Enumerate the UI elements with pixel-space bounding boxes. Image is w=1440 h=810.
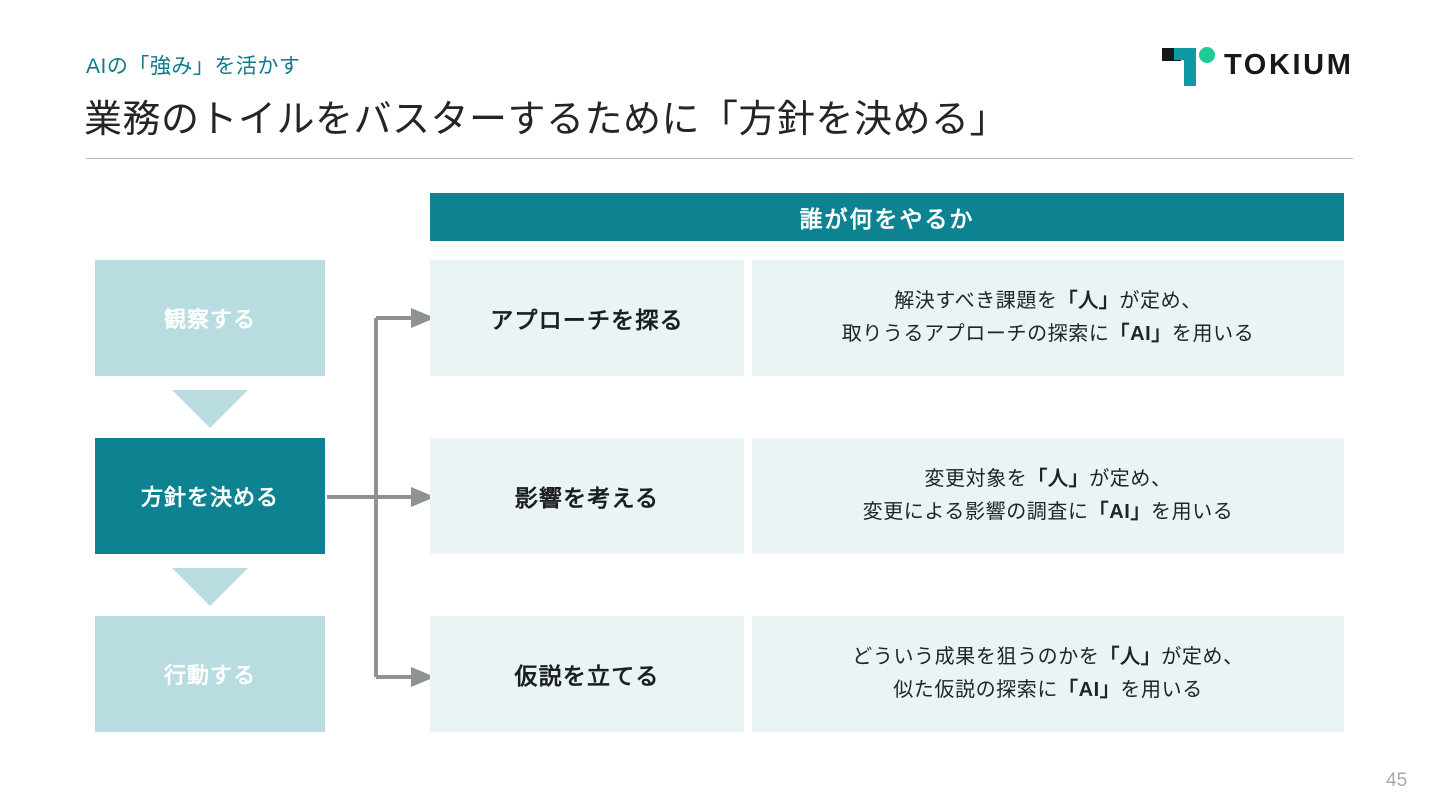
desc-text: 変更対象を [924,468,1028,490]
desc-emphasis-human: 「人」 [1027,468,1090,490]
page-number: 45 [1386,770,1408,791]
table-header-who-does-what: 誰が何をやるか [430,193,1344,241]
table-row-description-1: 変更対象を「人」が定め、 変更による影響の調査に「AI」を用いる [752,438,1344,554]
tokium-logo: TOKIUM [1162,46,1354,86]
desc-text: を用いる [1120,679,1203,701]
tokium-logo-mark [1162,47,1215,86]
description-line-1: 変更対象を「人」が定め、 [924,463,1171,496]
description-line-2: 変更による影響の調査に「AI」を用いる [863,496,1234,529]
description-line-1: 解決すべき課題を「人」が定め、 [894,285,1202,318]
description-line-2: 取りうるアプローチの探索に「AI」を用いる [842,318,1255,351]
desc-emphasis-human: 「人」 [1099,646,1162,668]
flow-step-observe[interactable]: 観察する [95,260,325,376]
table-row-step-0[interactable]: アプローチを探る [430,260,744,376]
flow-step-label: 方針を決める [140,485,279,510]
table-step-label: 仮説を立てる [514,663,660,689]
desc-text: 変更による影響の調査に [862,501,1089,523]
desc-text: 似た仮説の探索に [893,679,1058,701]
desc-text: どういう成果を狙うのかを [852,646,1100,668]
desc-text: が定め、 [1161,646,1244,668]
tokium-wordmark: TOKIUM [1224,49,1354,81]
desc-text: を用いる [1151,501,1234,523]
description-line-2: 似た仮説の探索に「AI」を用いる [893,674,1203,707]
table-row-step-1[interactable]: 影響を考える [430,438,744,554]
triangle-down-icon [172,568,248,606]
desc-text: を用いる [1171,323,1255,345]
flow-step-act[interactable]: 行動する [95,616,325,732]
desc-emphasis-ai: 「AI」 [1109,323,1172,345]
table-step-label: アプローチを探る [490,307,684,333]
flow-step-decide-policy[interactable]: 方針を決める [95,438,325,554]
table-row-description-2: どういう成果を狙うのかを「人」が定め、 似た仮説の探索に「AI」を用いる [752,616,1344,732]
triangle-down-icon [172,390,248,428]
desc-text: 取りうるアプローチの探索に [841,323,1110,345]
table-step-label: 影響を考える [514,485,660,511]
title-divider [86,158,1353,159]
desc-emphasis-ai: 「AI」 [1088,501,1151,523]
table-row-description-0: 解決すべき課題を「人」が定め、 取りうるアプローチの探索に「AI」を用いる [752,260,1344,376]
desc-emphasis-ai: 「AI」 [1058,679,1121,701]
table-row-step-2[interactable]: 仮説を立てる [430,616,744,732]
desc-text: 解決すべき課題を [894,290,1058,312]
description-line-1: どういう成果を狙うのかを「人」が定め、 [852,641,1243,674]
desc-text: が定め、 [1089,468,1172,490]
flow-step-label: 観察する [163,307,256,332]
flow-step-label: 行動する [163,663,256,688]
page-title: 業務のトイルをバスターするために「方針を決める」 [84,99,1009,141]
desc-text: が定め、 [1119,290,1202,312]
desc-emphasis-human: 「人」 [1057,290,1120,312]
slide-eyebrow: AIの「強み」を活かす [86,55,301,78]
table-header-label: 誰が何をやるか [799,206,975,232]
